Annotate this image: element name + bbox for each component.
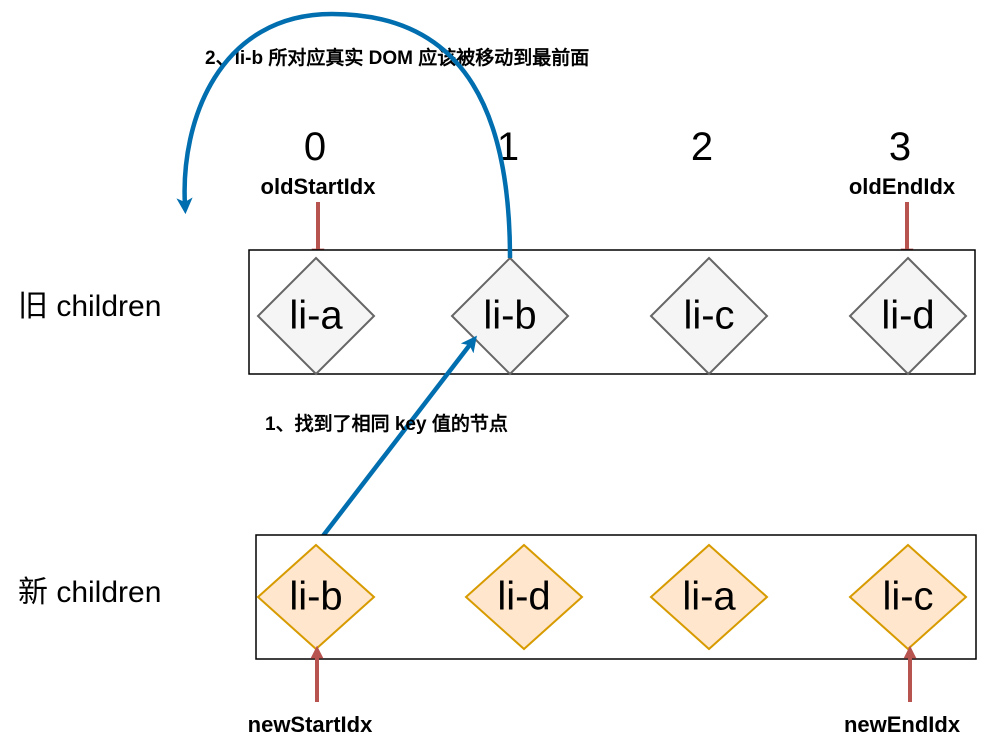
old-node-li-b: li-b (450, 256, 570, 376)
new-node-shape (464, 543, 584, 651)
index-2: 2 (691, 125, 713, 169)
step2-note: 2、li-b 所对应真实 DOM 应该被移动到最前面 (205, 46, 589, 69)
step1-note: 1、找到了相同 key 值的节点 (265, 412, 508, 435)
index-0: 0 (304, 125, 326, 169)
index-3: 3 (889, 125, 911, 169)
old-node-label: li-a (289, 294, 343, 338)
new-node-li-a: li-a (649, 543, 769, 651)
old-node-label: li-b (483, 294, 536, 338)
new-node-label: li-a (682, 575, 736, 619)
old-node-shape (450, 256, 570, 376)
old-start-idx-label: oldStartIdx (261, 174, 377, 199)
match-key-arrow (314, 335, 477, 547)
new-node-li-d: li-d (464, 543, 584, 651)
new-node-label: li-b (289, 575, 342, 619)
old-node-li-a: li-a (256, 256, 376, 376)
new-start-idx-label: newStartIdx (248, 712, 373, 737)
new-end-idx-label: newEndIdx (844, 712, 961, 737)
new-node-li-b: li-b (256, 543, 376, 651)
old-end-idx-label: oldEndIdx (849, 174, 956, 199)
old-node-shape (256, 256, 376, 376)
new-node-label: li-c (882, 575, 933, 619)
new-node-label: li-d (497, 575, 550, 619)
old-node-shape (649, 256, 769, 376)
old-children-label: 旧 children (18, 290, 161, 323)
old-node-label: li-d (881, 294, 934, 338)
move-to-front-arrow (176, 11, 513, 259)
old-node-shape (848, 256, 968, 376)
old-node-label: li-c (683, 294, 734, 338)
new-node-shape (649, 543, 769, 651)
new-children-label: 新 children (18, 576, 161, 609)
old-node-li-d: li-d (848, 256, 968, 376)
old-node-li-c: li-c (649, 256, 769, 376)
